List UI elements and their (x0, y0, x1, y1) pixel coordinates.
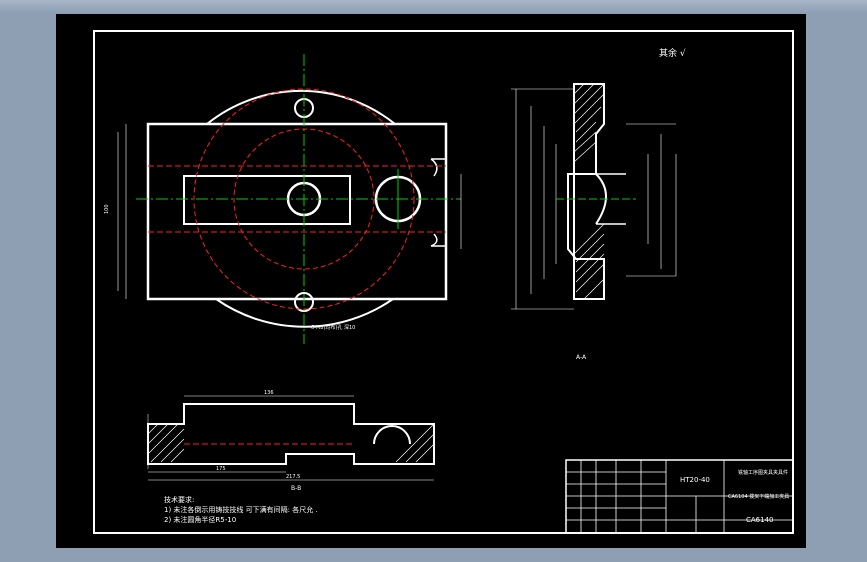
cad-viewport[interactable]: 100 6-M8(均布)孔 深10 A-A (56, 14, 806, 548)
section-bb-label: B-B (291, 485, 301, 492)
side-top-dim: 136 (264, 390, 274, 396)
part-name: 铣轴工序图夹具夹具件 (738, 469, 788, 476)
tech-requirements: 技术要求: 1) 未注各倒示用铸技技线 可下满有间隔: 各尺允 . 2) 未注圆… (164, 495, 318, 524)
section-bb-view: 136 175 217.5 B-B (147, 390, 435, 492)
section-aa-view: A-A (511, 83, 677, 361)
surface-finish-mark: 其余 √ (659, 47, 686, 59)
svg-text:2) 未注圆角半径R5-10: 2) 未注圆角半径R5-10 (164, 515, 236, 524)
plan-left-dim: 100 (104, 204, 110, 214)
plan-bottom-note: 6-M8(均布)孔 深10 (311, 324, 355, 331)
plan-view: 100 6-M8(均布)孔 深10 (104, 54, 462, 344)
drawing-frame (93, 30, 794, 534)
svg-text:技术要求:: 技术要求: (164, 495, 194, 504)
section-aa-label: A-A (576, 354, 587, 361)
title-block: HT20-40 铣轴工序图夹具夹具件 CA6104 拨叉下端加工夹具 CA614… (565, 459, 794, 534)
product-code: CA6140 (746, 516, 774, 524)
side-total-dim: 217.5 (286, 474, 300, 480)
side-bottom-dim: 175 (216, 466, 226, 472)
app-chrome-top (0, 0, 867, 14)
drawing-title: CA6104 拨叉下端加工夹具 (728, 493, 789, 500)
cad-drawing: 100 6-M8(均布)孔 深10 A-A (93, 30, 794, 534)
svg-text:1) 未注各倒示用铸技技线 可下满有间隔: 各尺允 .: 1) 未注各倒示用铸技技线 可下满有间隔: 各尺允 . (164, 505, 318, 514)
material-label: HT20-40 (680, 476, 710, 484)
